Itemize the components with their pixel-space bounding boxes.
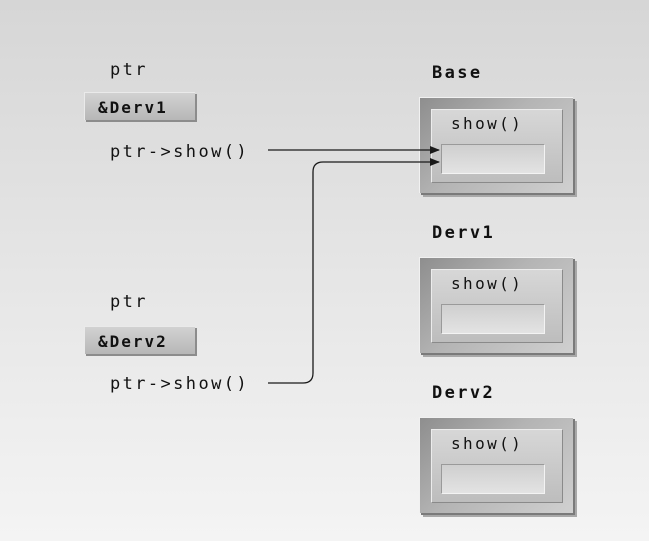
ptr-label-bottom: ptr: [110, 292, 148, 312]
object-box-derv2: show(): [419, 417, 573, 513]
class-name-derv2: Derv2: [432, 383, 496, 403]
method-label-derv2: show(): [451, 434, 524, 453]
call-label-bottom: ptr->show(): [110, 374, 249, 394]
class-name-derv1: Derv1: [432, 223, 496, 243]
ptr-label-top: ptr: [110, 60, 148, 80]
arrow-bottom-call-to-base: [268, 158, 440, 384]
ptr-value-box-top: &Derv1: [84, 92, 195, 120]
method-slot-derv2: [441, 464, 545, 494]
method-label-derv1: show(): [451, 274, 524, 293]
method-slot-base: [441, 144, 545, 174]
method-label-base: show(): [451, 114, 524, 133]
method-slot-derv1: [441, 304, 545, 334]
class-name-base: Base: [432, 63, 483, 83]
call-label-top: ptr->show(): [110, 142, 249, 162]
object-box-base: show(): [419, 97, 573, 193]
ptr-value-box-bottom: &Derv2: [84, 326, 195, 354]
object-box-derv1: show(): [419, 257, 573, 353]
